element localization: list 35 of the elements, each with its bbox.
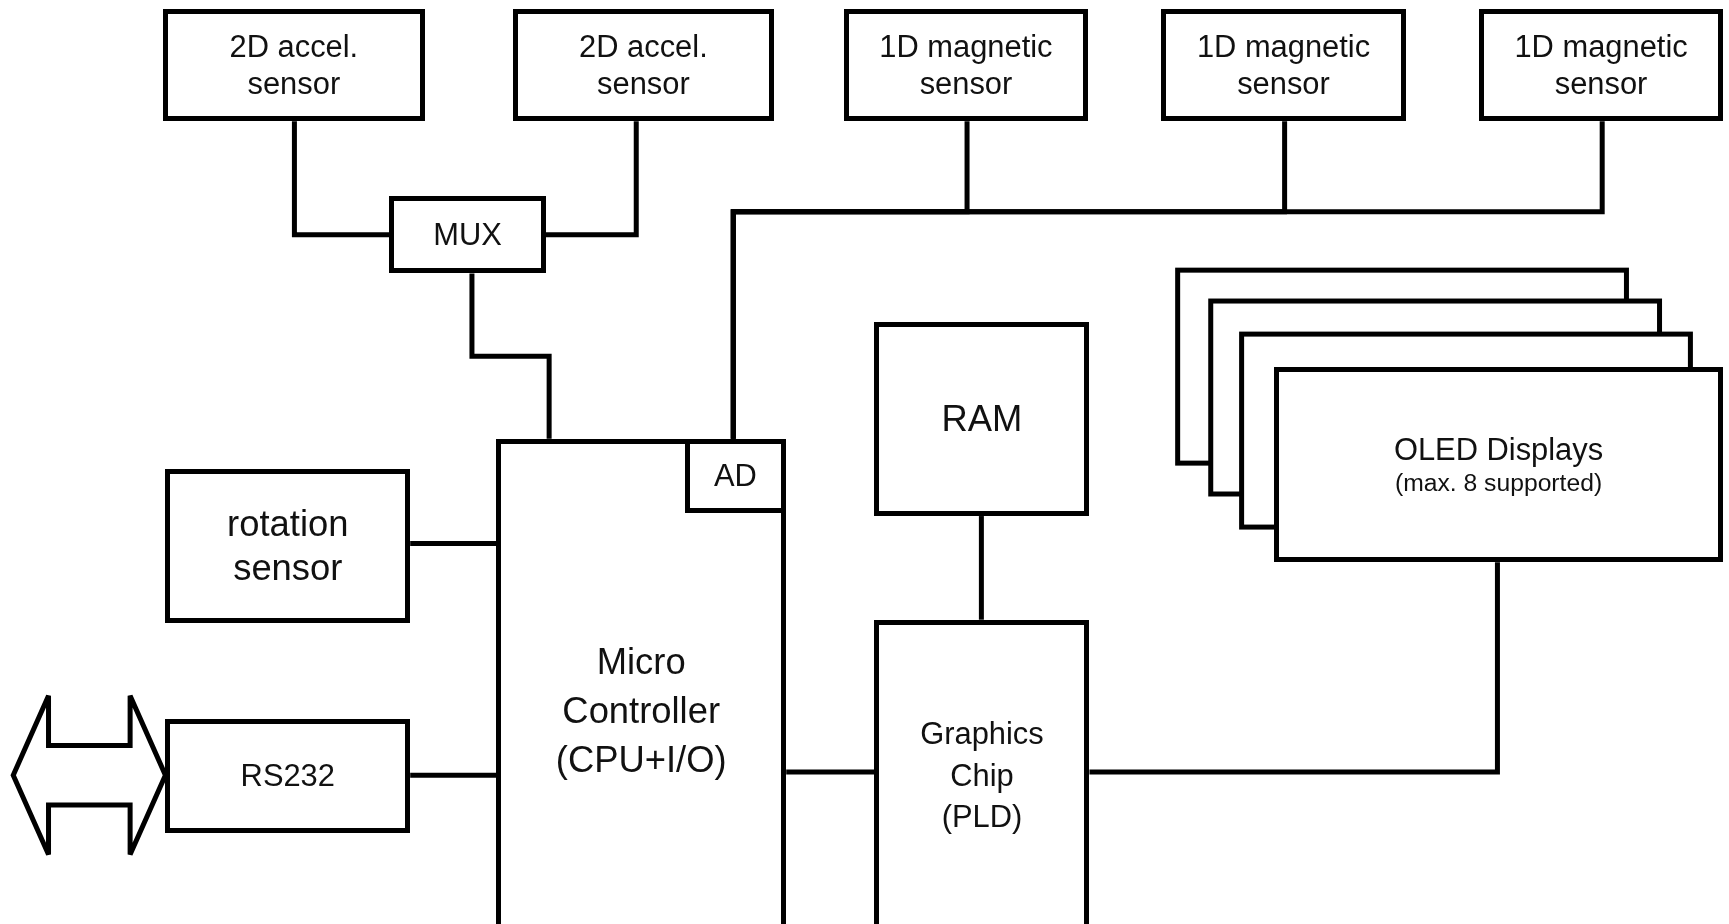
box-label: Micro Controller (CPU+I/O) xyxy=(554,639,728,783)
sensor-box xyxy=(512,8,775,122)
sensor-box xyxy=(163,8,425,122)
display-box xyxy=(1273,367,1724,563)
box-label: MUX xyxy=(433,216,502,254)
box-label: 1D magnetic sensor xyxy=(878,28,1054,103)
connector-line xyxy=(410,541,497,547)
note-text: (max. 8 supported) xyxy=(1394,468,1603,499)
box-label: AD xyxy=(714,457,757,495)
box-label: RS232 xyxy=(240,757,335,795)
chip-box xyxy=(874,619,1090,924)
sensor-box xyxy=(843,8,1089,122)
box-label: RAM xyxy=(941,397,1023,441)
connector-line xyxy=(1089,562,1500,775)
connector-line xyxy=(786,769,875,775)
controller-box xyxy=(496,438,787,924)
box-label: 1D magnetic sensor xyxy=(1195,28,1372,103)
connector-line xyxy=(545,121,639,238)
box-label: rotation sensor xyxy=(226,502,350,590)
memory-box xyxy=(874,321,1090,517)
box-label: 2D accel. sensor xyxy=(228,28,360,103)
box-label: Graphics Chip (PLD) xyxy=(919,714,1045,837)
connector-line xyxy=(730,121,1605,439)
connector-line xyxy=(469,273,552,439)
box-label: OLED Displays xyxy=(1393,431,1604,469)
sensor-box xyxy=(1161,8,1406,122)
sensor-box xyxy=(165,468,411,623)
mux-box xyxy=(389,196,546,274)
connector-line xyxy=(291,121,390,238)
connector-line xyxy=(410,772,497,778)
interface-box xyxy=(165,718,411,833)
box-label: 2D accel. sensor xyxy=(578,28,709,103)
sensor-box xyxy=(1478,8,1724,122)
box-label: 1D magnetic sensor xyxy=(1513,28,1689,103)
connector-line xyxy=(978,516,984,620)
